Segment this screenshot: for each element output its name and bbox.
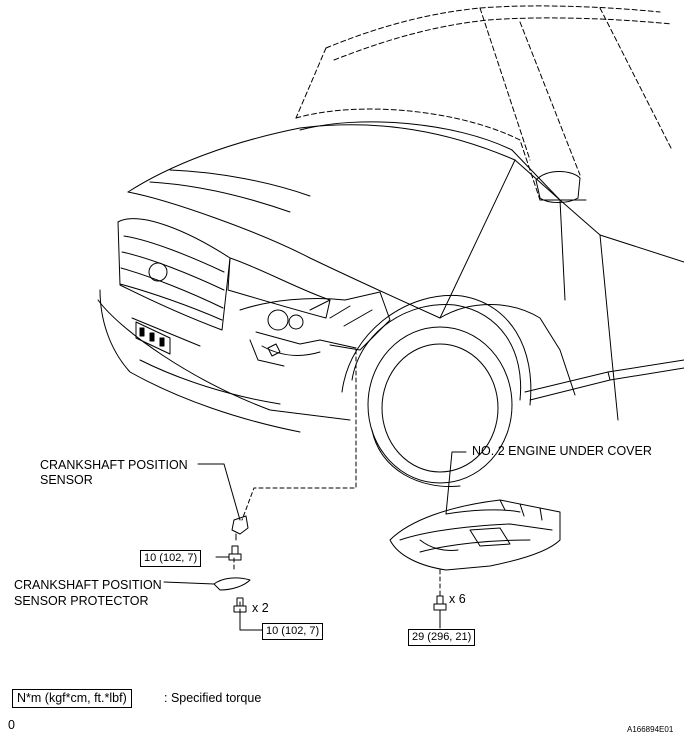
ckp-sensor-label-line1: CRANKSHAFT POSITION bbox=[40, 458, 188, 472]
sensor-bolt-icon bbox=[228, 545, 242, 561]
protector-torque-leader bbox=[239, 611, 263, 631]
figure-id: A166894E01 bbox=[627, 725, 674, 734]
crankshaft-position-sensor-protector bbox=[213, 577, 251, 591]
sensor-bolt-torque: 10 (102, 7) bbox=[140, 550, 202, 567]
protector-bolt-quantity: x 2 bbox=[252, 601, 269, 615]
crankshaft-position-sensor bbox=[231, 515, 249, 541]
vehicle-drawing bbox=[97, 5, 684, 488]
leader-lines bbox=[163, 349, 467, 619]
protector-bolt-icon bbox=[233, 597, 247, 613]
ckp-protector-label-line2: SENSOR PROTECTOR bbox=[14, 594, 149, 608]
torque-legend-description: : Specified torque bbox=[164, 691, 262, 705]
torque-unit-legend-box: N*m (kgf*cm, ft.*lbf) bbox=[12, 689, 132, 708]
cover-bolt-icon bbox=[433, 595, 447, 629]
protector-bolt-torque: 10 (102, 7) bbox=[262, 623, 324, 640]
ckp-protector-label-line1: CRANKSHAFT POSITION bbox=[14, 578, 162, 592]
page-marker: 0 bbox=[8, 718, 15, 732]
no2-engine-under-cover bbox=[389, 499, 561, 571]
under-cover-label: NO. 2 ENGINE UNDER COVER bbox=[472, 444, 652, 458]
cover-bolt-quantity: x 6 bbox=[449, 592, 466, 606]
ckp-sensor-label-line2: SENSOR bbox=[40, 473, 93, 487]
cover-bolt-torque: 29 (296, 21) bbox=[408, 629, 476, 646]
